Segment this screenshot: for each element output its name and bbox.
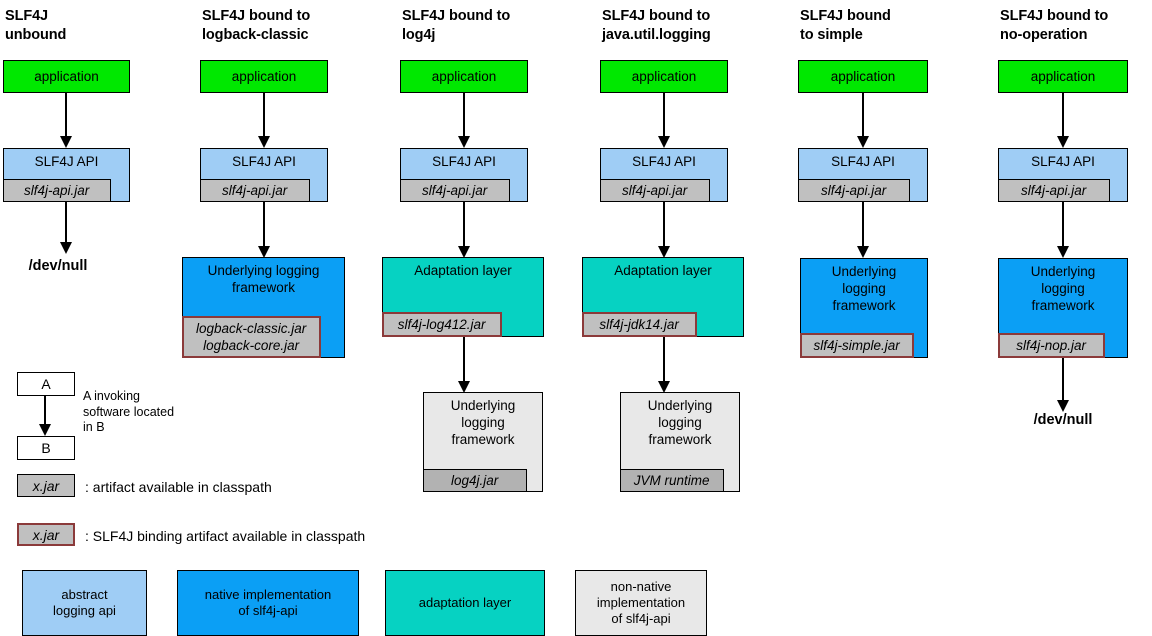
jar-slf4j-api: slf4j-api.jar — [797, 179, 910, 203]
node-underlying-logging-framework: Underlying logging framework slf4j-simpl… — [799, 258, 928, 359]
node-slf4j-api: SLF4J API slf4j-api.jar — [199, 148, 328, 203]
legend-key-native-implementation: native implementation of slf4j-api — [177, 570, 359, 636]
jar-slf4j-api: slf4j-api.jar — [199, 179, 310, 203]
legend-binding-description: : SLF4J binding artifact available in cl… — [85, 528, 366, 544]
legend-key-adaptation-layer: adaptation layer — [385, 570, 545, 636]
legend-invocation-description: A invoking software located in B — [83, 389, 175, 434]
node-slf4j-api: SLF4J API slf4j-api.jar — [2, 148, 130, 203]
jar-log4j: log4j.jar — [422, 469, 527, 493]
node-underlying-logging-framework: Underlying logging framework slf4j-nop.j… — [997, 258, 1128, 359]
node-application: application — [400, 60, 528, 93]
node-application: application — [798, 60, 928, 93]
jar-slf4j-api: slf4j-api.jar — [2, 179, 111, 203]
jar-slf4j-api: slf4j-api.jar — [997, 179, 1110, 203]
jar-jvm-runtime: JVM runtime — [619, 469, 724, 493]
jar-slf4j-simple: slf4j-simple.jar — [799, 333, 914, 359]
column-heading-log4j: SLF4J bound to log4j — [402, 8, 511, 43]
node-slf4j-api: SLF4J API slf4j-api.jar — [599, 148, 728, 203]
jar-slf4j-jdk14: slf4j-jdk14.jar — [581, 312, 697, 338]
legend-artifact-description: : artifact available in classpath — [85, 479, 272, 495]
column-heading-logback-classic: SLF4J bound to logback-classic — [202, 8, 311, 43]
column-heading-java-util-logging: SLF4J bound to java.util.logging — [602, 8, 711, 43]
node-underlying-logging-framework: Underlying logging framework logback-cla… — [181, 257, 345, 359]
column-heading-no-operation: SLF4J bound to no-operation — [1000, 8, 1109, 43]
jar-slf4j-api: slf4j-api.jar — [599, 179, 710, 203]
legend-node-a: A — [17, 372, 75, 396]
jar-slf4j-api: slf4j-api.jar — [399, 179, 510, 203]
node-application: application — [998, 60, 1128, 93]
node-application: application — [600, 60, 728, 93]
node-application: application — [200, 60, 328, 93]
legend-node-b: B — [17, 436, 75, 460]
column-heading-unbound: SLF4J unbound — [5, 8, 67, 43]
legend-key-non-native-implementation: non-native implementation of slf4j-api — [575, 570, 707, 636]
legend-binding-jar-sample: x.jar — [17, 523, 75, 546]
legend-key-abstract-logging-api: abstract logging api — [22, 570, 147, 636]
jar-slf4j-nop: slf4j-nop.jar — [997, 333, 1105, 359]
column-heading-simple: SLF4J bound to simple — [800, 8, 891, 43]
node-adaptation-layer: Adaptation layer slf4j-jdk14.jar — [581, 257, 744, 338]
legend-artifact-jar-sample: x.jar — [17, 474, 75, 497]
jar-slf4j-log412: slf4j-log412.jar — [381, 312, 502, 338]
node-application: application — [3, 60, 130, 93]
jar-logback: logback-classic.jar logback-core.jar — [181, 316, 321, 359]
terminal-dev-null: /dev/null — [1033, 412, 1093, 428]
node-slf4j-api: SLF4J API slf4j-api.jar — [997, 148, 1128, 203]
node-underlying-logging-framework: Underlying logging framework log4j.jar — [422, 392, 543, 493]
node-underlying-logging-framework: Underlying logging framework JVM runtime — [619, 392, 740, 493]
node-adaptation-layer: Adaptation layer slf4j-log412.jar — [381, 257, 544, 338]
node-slf4j-api: SLF4J API slf4j-api.jar — [399, 148, 528, 203]
terminal-dev-null: /dev/null — [28, 258, 88, 274]
node-slf4j-api: SLF4J API slf4j-api.jar — [797, 148, 928, 203]
